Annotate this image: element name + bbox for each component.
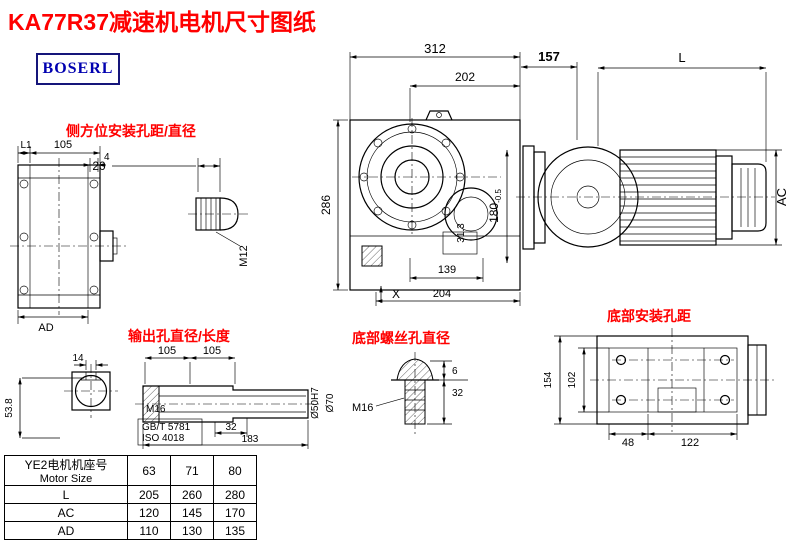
page-title: KA77R37减速机电机尺寸图纸 bbox=[8, 9, 316, 35]
fan-cowl-grille bbox=[740, 168, 756, 227]
fan-cowl bbox=[731, 163, 767, 232]
value-AD-71: 130 bbox=[170, 521, 214, 540]
dim-key-width: 14 bbox=[72, 353, 84, 364]
dim-height: 286 bbox=[319, 195, 333, 215]
table-header-row: YE2电机机座号 Motor Size 63 71 80 bbox=[4, 455, 257, 486]
dim-thread-m16: M16 bbox=[146, 404, 166, 415]
shaft-end-view bbox=[64, 364, 118, 418]
mounting-holes bbox=[612, 354, 734, 406]
dim-base-width: 204 bbox=[433, 288, 451, 300]
dim-head-6: 6 bbox=[452, 366, 458, 377]
dim-dia-50: Ø50H7 bbox=[310, 387, 321, 419]
bottom-screw-detail: 底部螺丝孔直径 M16 6 32 bbox=[352, 330, 468, 436]
datum-x-label: X bbox=[392, 287, 400, 301]
header-motor-size-en: Motor Size bbox=[39, 473, 93, 485]
dim-motor-length: L bbox=[678, 50, 685, 65]
value-AD-80: 135 bbox=[213, 521, 257, 540]
header-size-63: 63 bbox=[127, 455, 171, 486]
dim-foot-x: 139 bbox=[438, 264, 456, 276]
dim-102: 102 bbox=[567, 371, 578, 388]
row-label-L: L bbox=[4, 485, 128, 504]
dim-axis-height: 180-0.5 bbox=[487, 189, 503, 223]
motor-cooling-fins bbox=[620, 156, 716, 242]
value-L-71: 260 bbox=[170, 485, 214, 504]
value-AC-63: 120 bbox=[127, 503, 171, 522]
dim-hole-pitch-20: 20 bbox=[92, 159, 106, 173]
drain-plug bbox=[361, 245, 383, 267]
table-row-AD: AD 110 130 135 bbox=[4, 521, 257, 540]
side-mount-bolt-detail: 侧方位安装孔距/直径 20 M12 bbox=[66, 123, 250, 267]
input-bearing-circles bbox=[444, 187, 498, 241]
side-view-dimensions: L1 105 4 AD bbox=[17, 139, 110, 334]
dim-adapter-length: 157 bbox=[538, 49, 560, 64]
dim-total-183: 183 bbox=[242, 434, 259, 445]
header-motor-size-cell: YE2电机机座号 Motor Size bbox=[4, 455, 128, 486]
header-size-71: 71 bbox=[170, 455, 214, 486]
bottom-screw-bolt bbox=[391, 352, 439, 436]
callout-side-mount: 侧方位安装孔距/直径 bbox=[66, 123, 196, 139]
side-view-bolts bbox=[19, 179, 99, 295]
dim-dia-70: Ø70 bbox=[325, 393, 336, 412]
nameplate bbox=[442, 231, 478, 255]
dim-flange-width: 202 bbox=[455, 70, 475, 84]
dim-step-32: 32 bbox=[225, 422, 237, 433]
row-label-AD: AD bbox=[4, 521, 128, 540]
dim-154: 154 bbox=[543, 371, 554, 388]
value-AD-63: 110 bbox=[127, 521, 171, 540]
dim-len-105a: 105 bbox=[158, 345, 176, 357]
gearbox-side-view bbox=[10, 158, 126, 315]
dim-flange-105: 105 bbox=[54, 139, 72, 151]
dim-offset-4: 4 bbox=[104, 152, 110, 163]
bottom-mount-view: 底部安装孔距 154 10 bbox=[543, 308, 774, 449]
side-mount-bolt bbox=[188, 197, 248, 231]
dim-len-32: 32 bbox=[452, 388, 464, 399]
row-label-AC: AC bbox=[4, 503, 128, 522]
gearbox-front-view bbox=[349, 110, 521, 291]
dim-thread-m16-bottom: M16 bbox=[352, 402, 373, 414]
table-row-AC: AC 120 145 170 bbox=[4, 503, 257, 522]
brand-logo: BOSERL bbox=[36, 53, 120, 85]
shaft-section-view bbox=[135, 385, 320, 423]
dim-ad: AD bbox=[38, 322, 53, 334]
standard-gbt: GB/T 5781 bbox=[142, 422, 191, 433]
header-size-80: 80 bbox=[213, 455, 257, 486]
callout-bottom-screw: 底部螺丝孔直径 bbox=[352, 330, 450, 346]
value-L-63: 205 bbox=[127, 485, 171, 504]
dim-thread-m12: M12 bbox=[238, 245, 250, 266]
table-row-L: L 205 260 280 bbox=[4, 485, 257, 504]
dim-122: 122 bbox=[681, 437, 699, 449]
value-L-80: 280 bbox=[213, 485, 257, 504]
value-AC-80: 170 bbox=[213, 503, 257, 522]
callout-output-hole: 输出孔直径/长度 bbox=[128, 328, 231, 344]
header-motor-size-cn: YE2电机机座号 bbox=[24, 458, 108, 472]
dim-len-105b: 105 bbox=[203, 345, 221, 357]
callout-bottom-mount: 底部安装孔距 bbox=[607, 308, 691, 324]
motor-size-table: YE2电机机座号 Motor Size 63 71 80 L 205 260 2… bbox=[4, 455, 257, 540]
dim-bore: 31.3 bbox=[456, 223, 467, 243]
motor-side-view bbox=[516, 145, 775, 250]
output-shaft-detail: 输出孔直径/长度 14 53.8 bbox=[4, 328, 336, 449]
motor-dimensions: 157 L AC bbox=[520, 49, 789, 246]
gearbox-dimensions: 312 202 286 180-0.5 31.3 139 204 X bbox=[319, 41, 521, 306]
dim-motor-diameter: AC bbox=[774, 188, 789, 206]
dim-key-height: 53.8 bbox=[4, 398, 15, 418]
dim-48: 48 bbox=[622, 437, 634, 449]
standard-iso: ISO 4018 bbox=[142, 433, 185, 444]
value-AC-71: 145 bbox=[170, 503, 214, 522]
dim-l1: L1 bbox=[20, 140, 32, 151]
dim-total-width: 312 bbox=[424, 41, 446, 56]
